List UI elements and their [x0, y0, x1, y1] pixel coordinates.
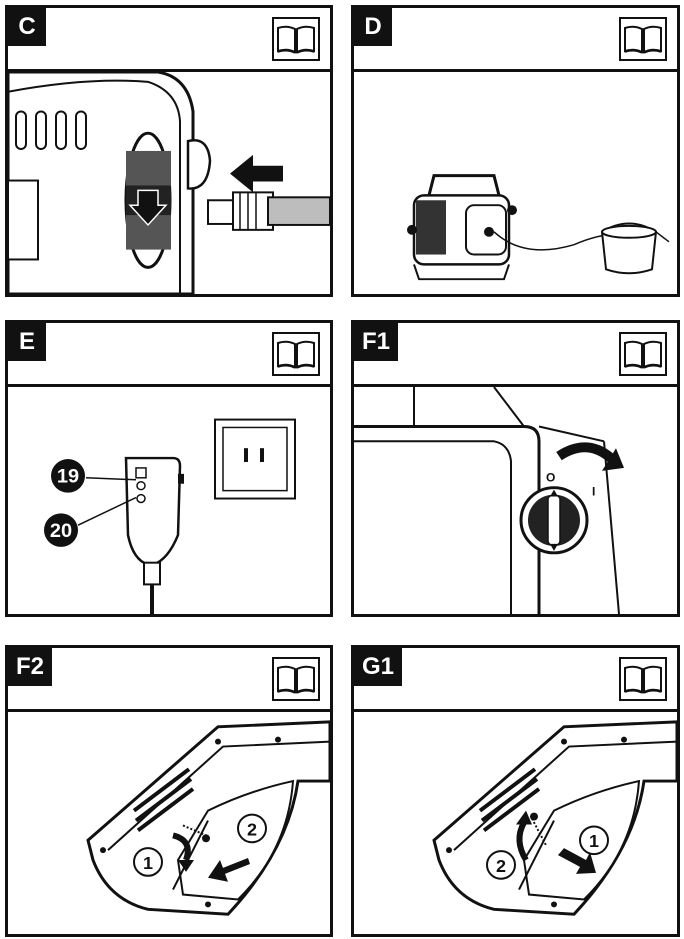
panel-e: E 19 20 [5, 320, 333, 617]
panel-c: C [5, 5, 333, 297]
panel-label: F2 [8, 648, 53, 686]
panel-header: F1 [354, 323, 677, 387]
illustration-trigger-lock: 2 1 [354, 712, 677, 934]
illustration-water-supply [354, 72, 677, 294]
step-number: 2 [496, 856, 506, 876]
panel-header: E [8, 323, 330, 387]
panel-label: G1 [354, 648, 403, 686]
panel-header: F2 [8, 648, 330, 712]
panel-header: G1 [354, 648, 677, 712]
panel-header: C [8, 8, 330, 72]
svg-text:I: I [592, 485, 595, 499]
step-number: 1 [589, 831, 599, 851]
manual-book-icon [272, 332, 320, 376]
manual-book-icon [619, 657, 667, 701]
panel-f1: F1 O I [351, 320, 680, 617]
illustration-power-switch: O I [354, 387, 677, 614]
illustration-gfci-plug: 19 20 [8, 387, 330, 614]
step-number: 1 [143, 853, 153, 873]
illustration-hose-connection [8, 72, 330, 294]
panel-header: D [354, 8, 677, 72]
step-number: 2 [247, 819, 257, 839]
manual-book-icon [619, 332, 667, 376]
manual-book-icon [272, 17, 320, 61]
manual-book-icon [272, 657, 320, 701]
callout-20: 20 [50, 520, 72, 542]
callout-19: 19 [57, 466, 79, 488]
illustration-trigger-unlock: 1 2 [8, 712, 330, 934]
panel-f2: F2 1 [5, 645, 333, 937]
svg-text:O: O [546, 471, 555, 485]
panel-d: D [351, 5, 680, 297]
panel-label: E [8, 323, 46, 361]
manual-book-icon [619, 17, 667, 61]
panel-g1: G1 2 1 [351, 645, 680, 937]
panel-label: D [354, 8, 392, 46]
panel-label: C [8, 8, 46, 46]
panel-label: F1 [354, 323, 399, 361]
